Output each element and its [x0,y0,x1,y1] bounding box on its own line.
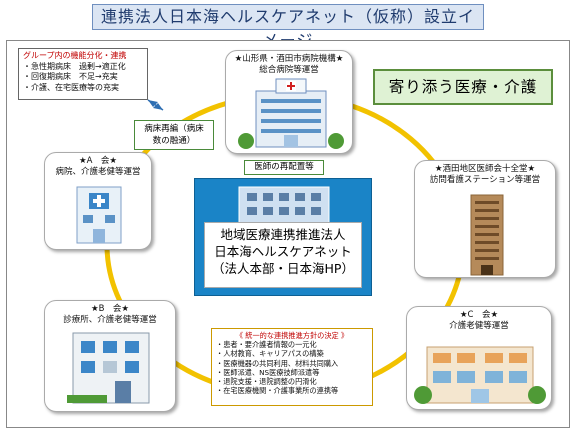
group-box-title: グループ内の機能分化・連携 [23,51,127,60]
page-title: 連携法人日本海ヘルスケアネット（仮称）設立イメージ [92,4,484,50]
central-building-icon [238,186,330,223]
card-subtitle: 総合病院等運営 [259,65,319,75]
group-box-line: ・回復期病床 不足→充実 [23,72,118,81]
card-a-association: ★A 会★ 病院、介護老健等運営 [44,152,152,250]
card-subtitle: 訪問看護ステーション等運営 [429,175,541,185]
card-title: ★B 会★ [90,304,130,314]
card-subtitle: 病院、介護老健等運営 [55,167,141,177]
card-c-association: ★C 会★ 介護老健等運営 [406,306,552,410]
policy-item: ・在宅医療機関・介護事業所の連携等 [216,386,339,396]
care-banner: 寄り添う医療・介護 [373,69,553,105]
card-sakata-medical-association: ★酒田地区医師会十全堂★ 訪問看護ステーション等運営 [414,160,556,278]
policy-item: ・患者・要介護者情報の一元化 [216,340,317,350]
card-yamagata-sakata: ★山形県・酒田市病院機構★ 総合病院等運営 [225,50,353,154]
hospital-icon [76,186,122,244]
office-tower-icon [470,194,504,276]
policy-item: ・医療機器の共同利用、材料共同購入 [216,358,339,368]
bed-arrow-tail [148,100,158,107]
group-function-box: グループ内の機能分化・連携 ・急性期病床 過剰→適正化 ・回復期病床 不足→充実… [18,48,148,100]
policy-title: 《 統一的な連携推進方針の決定 》 [235,331,349,340]
doctor-redistribution-box: 医師の再配置等 [244,160,324,175]
center-line1: 地域医療連携推進法人 [220,227,346,242]
unified-policy-box: 《 統一的な連携推進方針の決定 》 ・患者・要介護者情報の一元化 ・人材教育、キ… [211,328,373,406]
bed-arrow-head [153,103,163,110]
bed-reorganization-box: 病床再編（病床 数の融通） [134,120,214,150]
card-b-association: ★B 会★ 診療所、介護老健等運営 [44,300,176,412]
policy-item: ・人材教育、キャリアパスの構築 [216,349,324,359]
card-title: ★酒田地区医師会十全堂★ [434,164,536,174]
center-line2: 日本海ヘルスケアネット [214,244,352,259]
center-line3: （法人本部・日本海HP） [212,261,354,276]
card-title: ★山形県・酒田市病院機構★ [234,54,344,64]
group-box-line: ・介護、在宅医療等の充実 [23,82,119,92]
group-box-line: ・急性期病床 過剰→適正化 [23,61,126,71]
bed-box-line2: 数の融通） [152,136,196,146]
card-subtitle: 介護老健等運営 [449,321,509,331]
care-facility-icon [414,346,546,404]
policy-item: ・医師派遣、NS医療技師派遣等 [216,367,320,377]
central-corporation-name: 地域医療連携推進法人 日本海ヘルスケアネット （法人本部・日本海HP） [204,222,362,288]
card-title: ★C 会★ [459,310,499,320]
hospital-building-icon [238,78,344,149]
policy-item: ・退院支援・退院調整の円滑化 [216,377,317,387]
card-title: ★A 会★ [78,156,118,166]
card-subtitle: 診療所、介護老健等運営 [63,315,157,325]
clinic-building-icon [67,332,150,404]
bed-box-line1: 病床再編（病床 [144,124,204,134]
